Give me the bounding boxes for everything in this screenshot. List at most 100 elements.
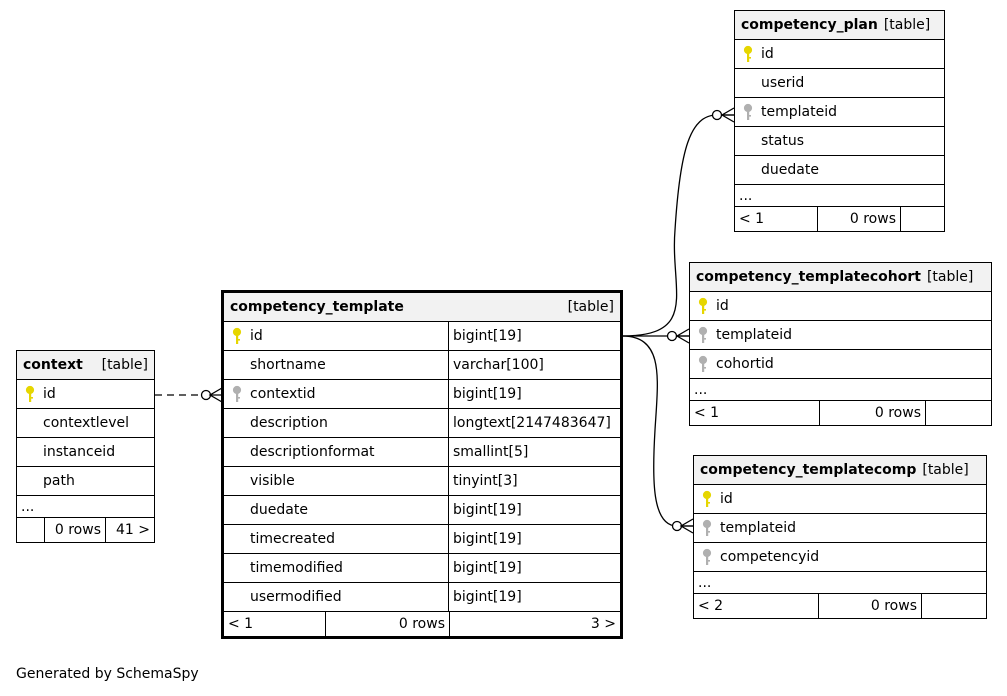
column-row[interactable]: visible tinyint[3] xyxy=(224,467,620,496)
column-name: id xyxy=(761,46,774,62)
column-name: id xyxy=(43,386,56,402)
edge-crowfoot xyxy=(679,518,694,534)
column-name: usermodified xyxy=(250,589,342,605)
table-header: context [table] xyxy=(17,351,154,380)
foreign-key-icon xyxy=(224,385,250,403)
column-name: templateid xyxy=(720,520,796,536)
foreign-key-icon xyxy=(690,326,716,344)
primary-key-icon xyxy=(735,45,761,63)
column-row[interactable]: shortname varchar[100] xyxy=(224,351,620,380)
column-type: tinyint[3] xyxy=(448,467,620,495)
table-name: context xyxy=(23,357,83,373)
column-row[interactable]: userid xyxy=(735,69,944,98)
table-footer: 0 rows 41 > xyxy=(17,518,154,542)
column-row[interactable]: usermodified bigint[19] xyxy=(224,583,620,612)
table-footer: < 1 0 rows 3 > xyxy=(224,612,620,636)
primary-key-icon xyxy=(694,490,720,508)
column-row[interactable]: id bigint[19] xyxy=(224,322,620,351)
table-competency-plan[interactable]: competency_plan [table] id userid template… xyxy=(734,10,945,232)
column-type: bigint[19] xyxy=(448,380,620,408)
column-name: id xyxy=(716,298,729,314)
column-name: visible xyxy=(250,473,295,489)
footer-parents[interactable]: < 1 xyxy=(735,207,818,231)
edge-crowfoot xyxy=(675,328,690,344)
column-row[interactable]: duedate bigint[19] xyxy=(224,496,620,525)
footer-rows: 0 rows xyxy=(819,594,922,618)
column-name: templateid xyxy=(716,327,792,343)
foreign-key-icon xyxy=(690,355,716,373)
footer-parents[interactable]: < 1 xyxy=(224,612,326,636)
footer-children[interactable] xyxy=(901,207,944,231)
more-columns: ... xyxy=(690,379,991,401)
table-name: competency_templatecohort xyxy=(696,269,921,285)
column-type: bigint[19] xyxy=(448,496,620,524)
footer-children[interactable] xyxy=(922,594,986,618)
column-type: bigint[19] xyxy=(448,322,620,350)
footer-children[interactable] xyxy=(926,401,991,425)
footer-rows: 0 rows xyxy=(45,518,106,542)
footer-children[interactable]: 3 > xyxy=(590,616,616,632)
column-name: competencyid xyxy=(720,549,820,565)
column-row[interactable]: status xyxy=(735,127,944,156)
column-row[interactable]: contextlevel xyxy=(17,409,154,438)
column-name: contextlevel xyxy=(43,415,130,431)
table-context[interactable]: context [table] id contextlevel instanceid… xyxy=(16,350,155,543)
column-name: instanceid xyxy=(43,444,116,460)
more-columns: ... xyxy=(735,185,944,207)
column-name: path xyxy=(43,473,75,489)
footer-parents[interactable]: < 2 xyxy=(694,594,819,618)
column-name: userid xyxy=(761,75,805,91)
column-row[interactable]: competencyid xyxy=(694,543,986,572)
generated-by-label: Generated by SchemaSpy xyxy=(16,666,199,682)
column-row[interactable]: id xyxy=(735,40,944,69)
column-row[interactable]: id xyxy=(694,485,986,514)
column-row[interactable]: templateid xyxy=(735,98,944,127)
column-row[interactable]: duedate xyxy=(735,156,944,185)
column-row[interactable]: templateid xyxy=(690,321,991,350)
table-header: competency_template [table] xyxy=(224,293,620,322)
footer-parents[interactable]: < 1 xyxy=(690,401,820,425)
column-name: id xyxy=(250,328,263,344)
table-footer: < 1 0 rows xyxy=(735,207,944,231)
column-name: contextid xyxy=(250,386,316,402)
column-type: smallint[5] xyxy=(448,438,620,466)
table-name: competency_templatecomp xyxy=(700,462,917,478)
column-type: bigint[19] xyxy=(448,583,620,611)
table-name: competency_plan xyxy=(741,17,878,33)
edge-zero-marker xyxy=(711,109,723,121)
edge-crowfoot xyxy=(720,107,735,123)
column-name: id xyxy=(720,491,733,507)
column-row[interactable]: id xyxy=(690,292,991,321)
more-columns: ... xyxy=(694,572,986,594)
table-tag: [table] xyxy=(101,357,148,373)
column-name: duedate xyxy=(250,502,308,518)
column-name: timecreated xyxy=(250,531,335,547)
column-name: duedate xyxy=(761,162,819,178)
footer-parents[interactable] xyxy=(17,518,45,542)
column-row[interactable]: id xyxy=(17,380,154,409)
column-row[interactable]: cohortid xyxy=(690,350,991,379)
column-name: status xyxy=(761,133,805,149)
column-name: templateid xyxy=(761,104,837,120)
foreign-key-icon xyxy=(694,548,720,566)
primary-key-icon xyxy=(690,297,716,315)
column-row[interactable]: path xyxy=(17,467,154,496)
column-name: shortname xyxy=(250,357,326,373)
table-header: competency_plan [table] xyxy=(735,11,944,40)
column-type: longtext[2147483647] xyxy=(448,409,620,437)
column-type: bigint[19] xyxy=(448,525,620,553)
edge-zero-marker xyxy=(200,389,212,401)
table-competency-template[interactable]: competency_template [table] id bigint[19]… xyxy=(221,290,623,639)
column-type: varchar[100] xyxy=(448,351,620,379)
footer-children[interactable]: 41 > xyxy=(116,522,150,538)
column-row[interactable]: templateid xyxy=(694,514,986,543)
column-row[interactable]: timecreated bigint[19] xyxy=(224,525,620,554)
footer-rows: 0 rows xyxy=(820,401,926,425)
column-row[interactable]: instanceid xyxy=(17,438,154,467)
column-row[interactable]: contextid bigint[19] xyxy=(224,380,620,409)
